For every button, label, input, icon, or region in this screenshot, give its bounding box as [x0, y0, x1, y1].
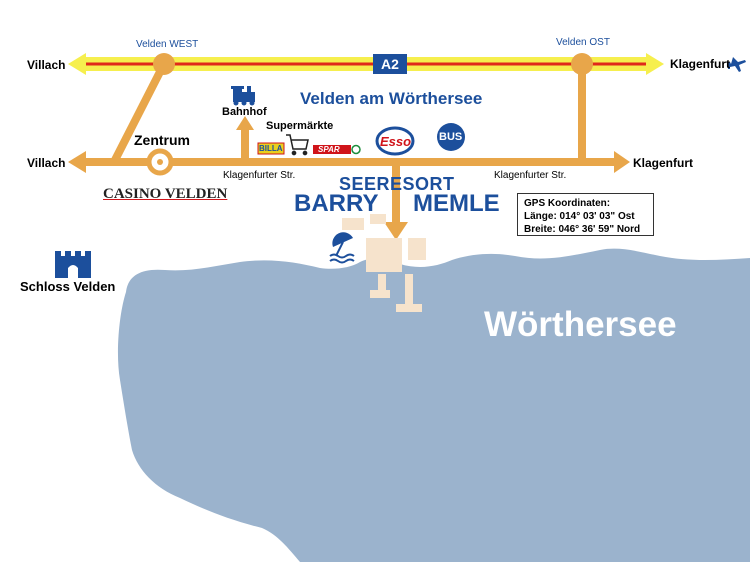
gps-coordinates-box: GPS Koordinaten: Länge: 014° 03' 03" Ost… — [517, 193, 654, 236]
airport-icon — [728, 57, 746, 72]
center-marker — [146, 148, 174, 176]
esso-label: Esso — [380, 134, 412, 149]
esso-logo — [375, 126, 415, 156]
a2-sign: A2 — [373, 54, 407, 74]
resort-name-line1: SEERESORT — [339, 174, 455, 194]
station-label: Bahnhof — [222, 106, 267, 118]
spar-label: SPAR — [318, 145, 340, 154]
castle-icon — [55, 251, 91, 278]
spar-logo — [313, 144, 361, 155]
motorway-a2 — [68, 53, 664, 75]
motorway-right-destination: Klagenfurt — [670, 57, 730, 71]
exit-west-label: Velden WEST — [136, 39, 199, 50]
casino-logo: CASINO VELDEN — [103, 186, 228, 202]
gps-longitude: Länge: 014° 03' 03" Ost — [524, 211, 635, 222]
street-label-east: Klagenfurter Str. — [494, 170, 567, 181]
road-right-destination: Klagenfurt — [633, 156, 693, 170]
bus-stop-icon — [437, 123, 465, 151]
billa-label: BILLA — [259, 144, 283, 153]
shopping-cart-icon — [286, 134, 309, 156]
swimmer-icon — [329, 232, 355, 264]
resort-name-barry: BARRY — [294, 190, 379, 217]
resort-name-memle: MEMLE — [413, 190, 500, 217]
exit-east-marker — [571, 53, 593, 75]
bus-label: BUS — [439, 131, 463, 143]
exit-west-marker — [153, 53, 175, 75]
map-title: Velden am Wörthersee — [300, 89, 483, 108]
street-label-west: Klagenfurter Str. — [223, 170, 296, 181]
motorway-left-destination: Villach — [27, 58, 66, 72]
gps-latitude: Breite: 046° 36' 59" Nord — [524, 224, 641, 235]
lake-label: Wörthersee — [484, 305, 677, 344]
exit-east-label: Velden OST — [556, 37, 610, 48]
train-icon — [231, 86, 255, 106]
road-left-destination: Villach — [27, 156, 66, 170]
resort-arrow — [384, 222, 408, 240]
supermarkets-label: Supermärkte — [266, 120, 334, 132]
a2-label: A2 — [381, 56, 399, 72]
billa-logo — [257, 142, 285, 155]
station-arrow — [236, 116, 254, 130]
center-label: Zentrum — [134, 132, 190, 148]
road-arrow-right — [614, 151, 630, 173]
resort-buildings — [342, 214, 426, 312]
lake-shape — [117, 248, 750, 562]
gps-title: GPS Koordinaten: — [524, 198, 611, 209]
road-arrow-left — [68, 151, 86, 173]
castle-label: Schloss Velden — [20, 279, 116, 294]
